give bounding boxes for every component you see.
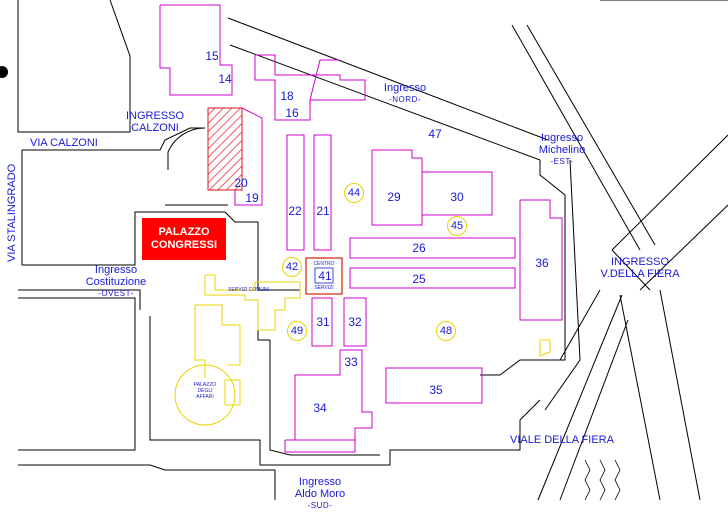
hall-19[interactable]: 19 [245,191,259,205]
entrance-fiera: INGRESSO V.DELLA FIERA [600,256,680,280]
street-via-calzoni: VIA CALZONI [30,137,98,149]
hall-20-hatched [207,107,243,191]
centro-servizi-label: CENTRO [313,261,335,267]
hall-32[interactable]: 32 [348,315,362,329]
entrance-michelino: Ingresso Michelino -EST- [538,132,586,166]
hall-15[interactable]: 15 [205,49,219,63]
entrance-aldo-moro: Ingresso Aldo Moro -SUD- [294,476,346,510]
hall-31[interactable]: 31 [316,315,330,329]
hall-36[interactable]: 36 [535,256,549,270]
point-49[interactable]: 49 [287,321,307,341]
centro-servizi-box [305,257,343,295]
street-viale-della-fiera: VIALE DELLA FIERA [510,434,614,446]
hall-25[interactable]: 25 [412,272,426,286]
hall-20[interactable]: 20 [234,176,248,190]
hall-41[interactable]: 41 [318,269,332,283]
service-areas [174,274,551,426]
entrance-nord: Ingresso -NORD- [383,82,427,104]
hall-30[interactable]: 30 [450,190,464,204]
point-45[interactable]: 45 [447,216,467,236]
palazzo-congressi-landmark[interactable]: PALAZZO CONGRESSI [142,218,226,260]
point-44[interactable]: 44 [344,183,364,203]
hall-29[interactable]: 29 [387,190,401,204]
hall-47[interactable]: 47 [428,127,442,141]
point-42[interactable]: 42 [282,257,302,277]
street-via-stalingrado: VIA STALINGRADO [6,163,18,262]
hall-21[interactable]: 21 [316,204,330,218]
hall-26[interactable]: 26 [412,241,426,255]
servizi-comuni-label: SERVIZI COMUNI [228,287,270,293]
hall-14[interactable]: 14 [218,72,232,86]
centro-servizi-label-2: SERVIZI [314,285,334,291]
entrance-costituzione: Ingresso Costituzione -OVEST- [85,264,147,298]
map-edge-bullet [0,66,8,78]
palazzo-affari-label: PALAZZO DEGLI AFFARI [193,382,217,400]
hall-34[interactable]: 34 [313,401,327,415]
entrance-calzoni: INGRESSO CALZONI [125,110,185,134]
hall-16[interactable]: 16 [285,106,299,120]
point-48[interactable]: 48 [436,321,456,341]
hall-18[interactable]: 18 [280,89,294,103]
hall-33[interactable]: 33 [344,355,358,369]
hall-35[interactable]: 35 [429,383,443,397]
hall-22[interactable]: 22 [288,204,302,218]
road-network [17,0,728,501]
